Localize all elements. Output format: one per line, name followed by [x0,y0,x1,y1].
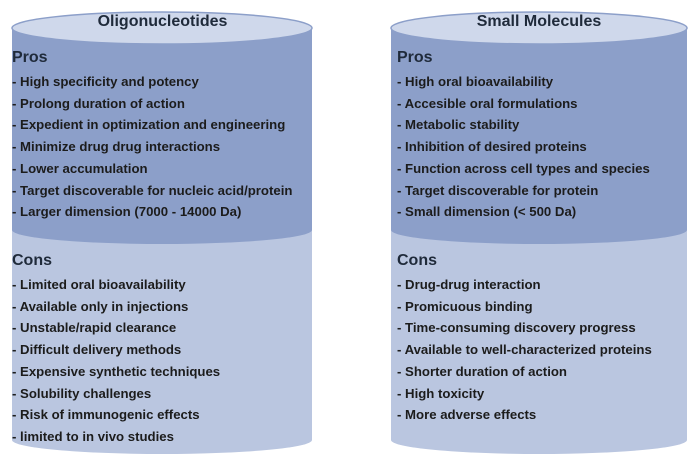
left-pros-item: - Expedient in optimization and engineer… [12,117,286,133]
right-cons-section: Cons - Drug-drug interaction - Promicuou… [397,252,652,426]
left-pros-item: - Prolong duration of action [12,95,185,111]
right-cons-item: - High toxicity [397,385,485,401]
right-cons-item: - Drug-drug interaction [397,277,541,292]
right-pros-item: - Metabolic stability [397,117,520,133]
cons-body [391,230,687,454]
right-pros-item: - Target discoverable for protein [397,182,599,198]
cylinder-shape [11,11,313,454]
left-pros-item: - Minimize drug drug interactions [12,139,221,155]
right-pros-item: - Inhibition of desired proteins [397,139,587,155]
right-title: Small Molecules [476,13,602,30]
left-pros-item: - Larger dimension (7000 - 14000 Da) [12,204,242,220]
left-cons-item: - limited to in vivo studies [12,428,174,444]
left-pros-item: - Lower accumulation [12,160,148,176]
oligonucleotides-cylinder: Oligonucleotides Pros - High specificity… [0,0,325,460]
pros-body [391,28,687,244]
small-molecules-cylinder: Small Molecules Pros - High oral bioavai… [385,0,693,460]
left-cons-item: - Limited oral bioavailability [12,277,186,292]
left-pros-item: - Target discoverable for nucleic acid/p… [12,182,293,198]
right-cons-item: - Shorter duration of action [397,363,567,379]
left-cons-item: - Available only in injections [12,298,189,314]
left-cons-heading: Cons [12,252,52,269]
right-cons-item: - Time-consuming discovery progress [397,320,636,336]
left-cons-section: Cons - Limited oral bioavailability - Av… [12,252,220,448]
right-cons-heading: Cons [397,252,437,269]
right-pros-heading: Pros [397,49,433,66]
left-title: Oligonucleotides [97,13,228,30]
right-pros-item: - Accesible oral formulations [397,95,578,111]
cylinder-shape [390,11,688,454]
right-pros-item: - High oral bioavailability [397,74,554,89]
left-cons-item: - Risk of immunogenic effects [12,407,200,423]
cylinder-top [390,11,688,45]
left-pros-item: - High specificity and potency [12,74,199,89]
left-cons-item: - Unstable/rapid clearance [12,320,177,336]
left-cons-item: - Expensive synthetic techniques [12,363,221,379]
right-pros-section: Pros - High oral bioavailability - Acces… [397,49,650,223]
cons-body [12,230,312,454]
cylinder-top [11,11,313,45]
left-cons-item: - Difficult delivery methods [12,342,182,358]
right-cons-item: - Promicuous binding [397,298,533,314]
pros-body [12,28,312,244]
left-cons-item: - Solubility challenges [12,385,152,401]
right-cons-item: - Available to well-characterized protei… [397,342,652,358]
left-pros-section: Pros - High specificity and potency - Pr… [12,49,292,223]
right-pros-item: - Function across cell types and species [397,160,650,176]
right-pros-item: - Small dimension (< 500 Da) [397,204,577,220]
right-cons-item: - More adverse effects [397,407,537,423]
left-pros-heading: Pros [12,49,48,66]
